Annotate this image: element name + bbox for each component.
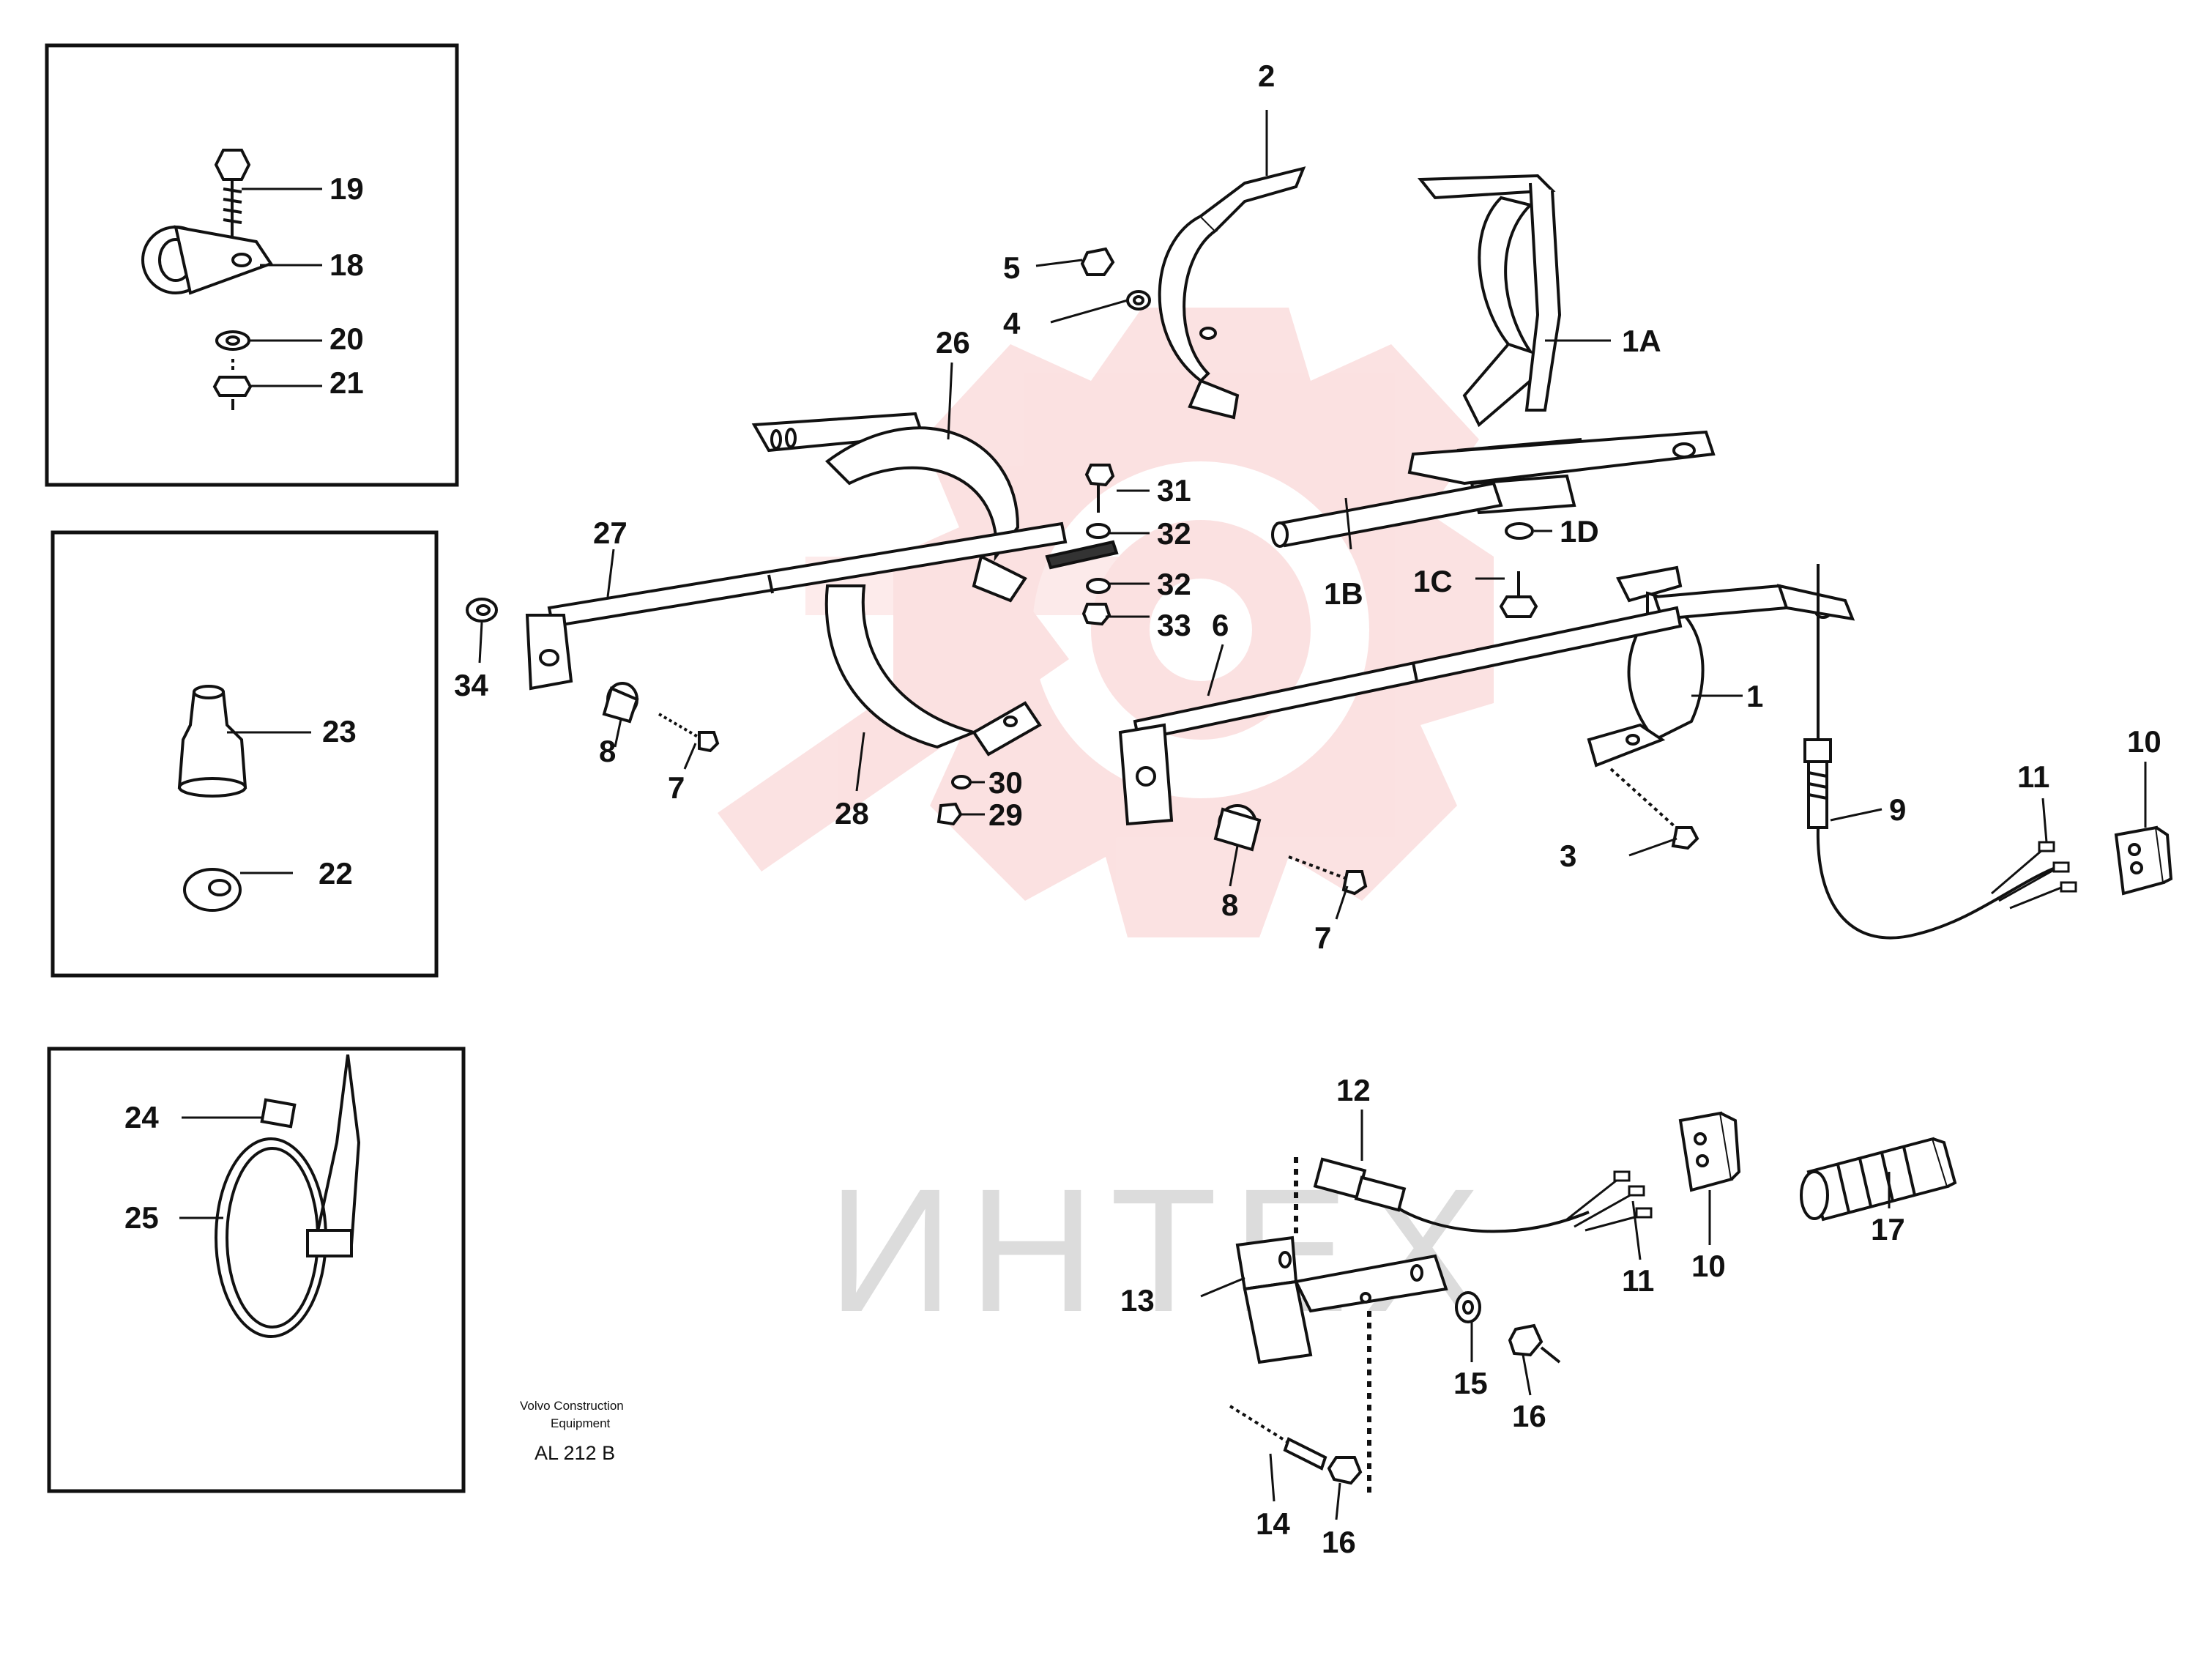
callout-31: 31 xyxy=(1157,473,1191,508)
callout-11a: 11 xyxy=(2017,759,2049,794)
callout-1B: 1B xyxy=(1324,576,1363,611)
cable-tie-leaders xyxy=(179,1116,264,1219)
rod-27 xyxy=(525,521,1068,691)
footer-company: Volvo Construction xyxy=(520,1399,624,1413)
callout-12: 12 xyxy=(1336,1073,1371,1107)
callout-9: 9 xyxy=(1889,792,1906,827)
inset-box-cable-tie xyxy=(47,1047,466,1493)
connector-10b xyxy=(1678,1111,1741,1192)
bracket-1A xyxy=(1407,174,1716,515)
callout-30: 30 xyxy=(988,765,1023,800)
sensor-9 xyxy=(1803,564,2066,940)
callout-32a: 32 xyxy=(1157,516,1191,551)
hardware-14-15-16 xyxy=(1229,1291,1561,1485)
callout-33: 33 xyxy=(1157,608,1191,642)
hardware-1C-1D xyxy=(1499,522,1538,618)
cable-tie xyxy=(215,1054,361,1338)
callout-8a: 8 xyxy=(599,734,616,768)
rod-1B xyxy=(1271,481,1503,548)
callout-24: 24 xyxy=(124,1100,159,1134)
callout-27: 27 xyxy=(593,516,628,550)
callout-20: 20 xyxy=(329,322,364,356)
callout-22: 22 xyxy=(319,856,353,891)
connector-10a xyxy=(2114,825,2173,896)
callout-23: 23 xyxy=(322,714,357,748)
hardware-4-5 xyxy=(1080,247,1151,311)
footer-company-2: Equipment xyxy=(551,1416,611,1430)
wires-11b xyxy=(1566,1170,1653,1232)
callout-11b: 11 xyxy=(1622,1263,1654,1298)
callout-1: 1 xyxy=(1746,679,1763,713)
wires-11a xyxy=(1991,841,2077,910)
callout-8b: 8 xyxy=(1221,888,1238,922)
callout-29: 29 xyxy=(988,798,1023,832)
callout-2: 2 xyxy=(1258,59,1275,93)
grommet-leaders xyxy=(227,731,311,874)
inset-box-clamp xyxy=(45,43,459,487)
callout-17: 17 xyxy=(1871,1212,1905,1246)
watermark-text: ИНТЕХ xyxy=(827,1152,1496,1348)
bracket-2 xyxy=(1158,110,1306,420)
grommet-22 xyxy=(183,868,242,912)
callout-4: 4 xyxy=(1003,306,1021,341)
clamp-leaders xyxy=(242,187,322,387)
footer-drawing-code: AL 212 B xyxy=(535,1442,615,1464)
callout-14: 14 xyxy=(1256,1506,1290,1541)
clamp-26 xyxy=(751,412,1027,603)
callout-18: 18 xyxy=(329,248,364,282)
callout-10b: 10 xyxy=(1691,1249,1726,1283)
bracket-13 xyxy=(1235,1157,1448,1494)
callout-7a: 7 xyxy=(668,770,685,805)
hose-17 xyxy=(1800,1137,1957,1222)
callout-32b: 32 xyxy=(1157,567,1191,601)
callout-labels: 19 18 20 21 23 22 24 25 2 5 4 1A 26 31 3… xyxy=(124,59,2161,1559)
callout-19: 19 xyxy=(329,171,364,206)
callout-1C: 1C xyxy=(1413,564,1453,598)
inset-box-grommet xyxy=(51,530,439,978)
footer-block: Volvo Construction Equipment AL 212 B xyxy=(520,1399,624,1464)
callout-25: 25 xyxy=(124,1200,159,1235)
callout-15: 15 xyxy=(1453,1366,1488,1400)
callout-6: 6 xyxy=(1212,608,1229,642)
hardware-31-32-33 xyxy=(1045,464,1119,626)
callout-7b: 7 xyxy=(1314,921,1331,955)
callout-13: 13 xyxy=(1120,1283,1155,1318)
callout-16a: 16 xyxy=(1512,1399,1546,1433)
callout-1A: 1A xyxy=(1622,324,1661,358)
hardware-29-30 xyxy=(936,775,972,826)
clamp-assembly xyxy=(141,149,274,410)
leader-lines xyxy=(478,259,2147,1520)
sensor-12 xyxy=(1313,1157,1590,1233)
callout-26: 26 xyxy=(936,325,970,360)
callout-28: 28 xyxy=(835,796,869,830)
callout-5: 5 xyxy=(1003,250,1020,285)
callout-34: 34 xyxy=(454,668,488,702)
clamp-1 xyxy=(1587,565,1855,768)
clamp-28 xyxy=(824,584,1042,757)
grommet-23 xyxy=(177,685,247,798)
hardware-3-8-7b xyxy=(1213,768,1699,896)
rod-6 xyxy=(1118,606,1683,826)
callout-1D: 1D xyxy=(1560,514,1599,549)
callout-16b: 16 xyxy=(1322,1525,1356,1559)
hardware-34-8-7 xyxy=(466,598,720,753)
callout-3: 3 xyxy=(1560,839,1576,873)
callout-21: 21 xyxy=(329,365,364,400)
callout-10a: 10 xyxy=(2127,724,2161,759)
